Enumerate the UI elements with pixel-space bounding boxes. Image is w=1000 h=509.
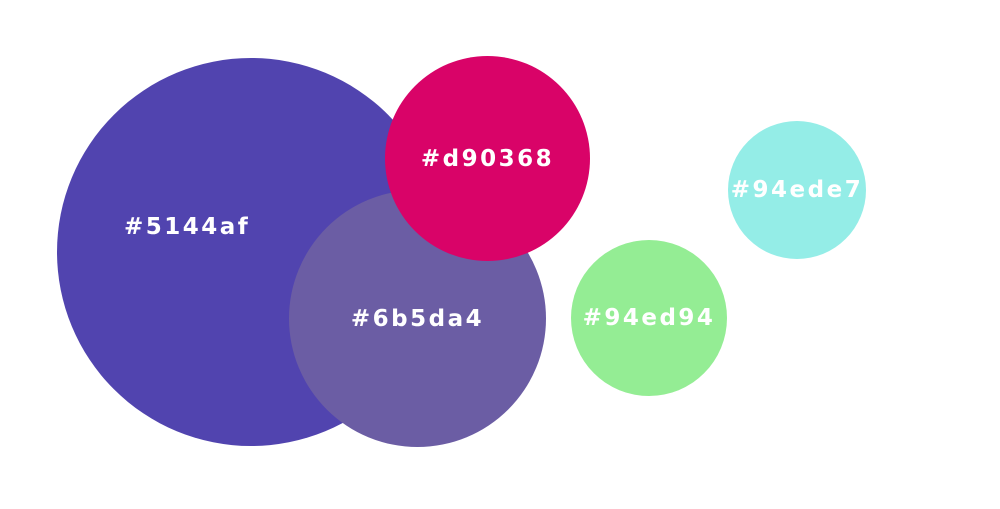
color-swatch-d90368: #d90368 [385, 56, 590, 261]
swatch-label: #94ede7 [730, 177, 864, 203]
swatch-label: #5144af [124, 214, 251, 240]
swatch-label: #6b5da4 [350, 305, 485, 332]
swatch-label: #d90368 [420, 145, 555, 172]
color-swatch-94ede7: #94ede7 [728, 121, 866, 259]
swatch-label: #94ed94 [582, 305, 716, 331]
color-swatch-94ed94: #94ed94 [571, 240, 727, 396]
